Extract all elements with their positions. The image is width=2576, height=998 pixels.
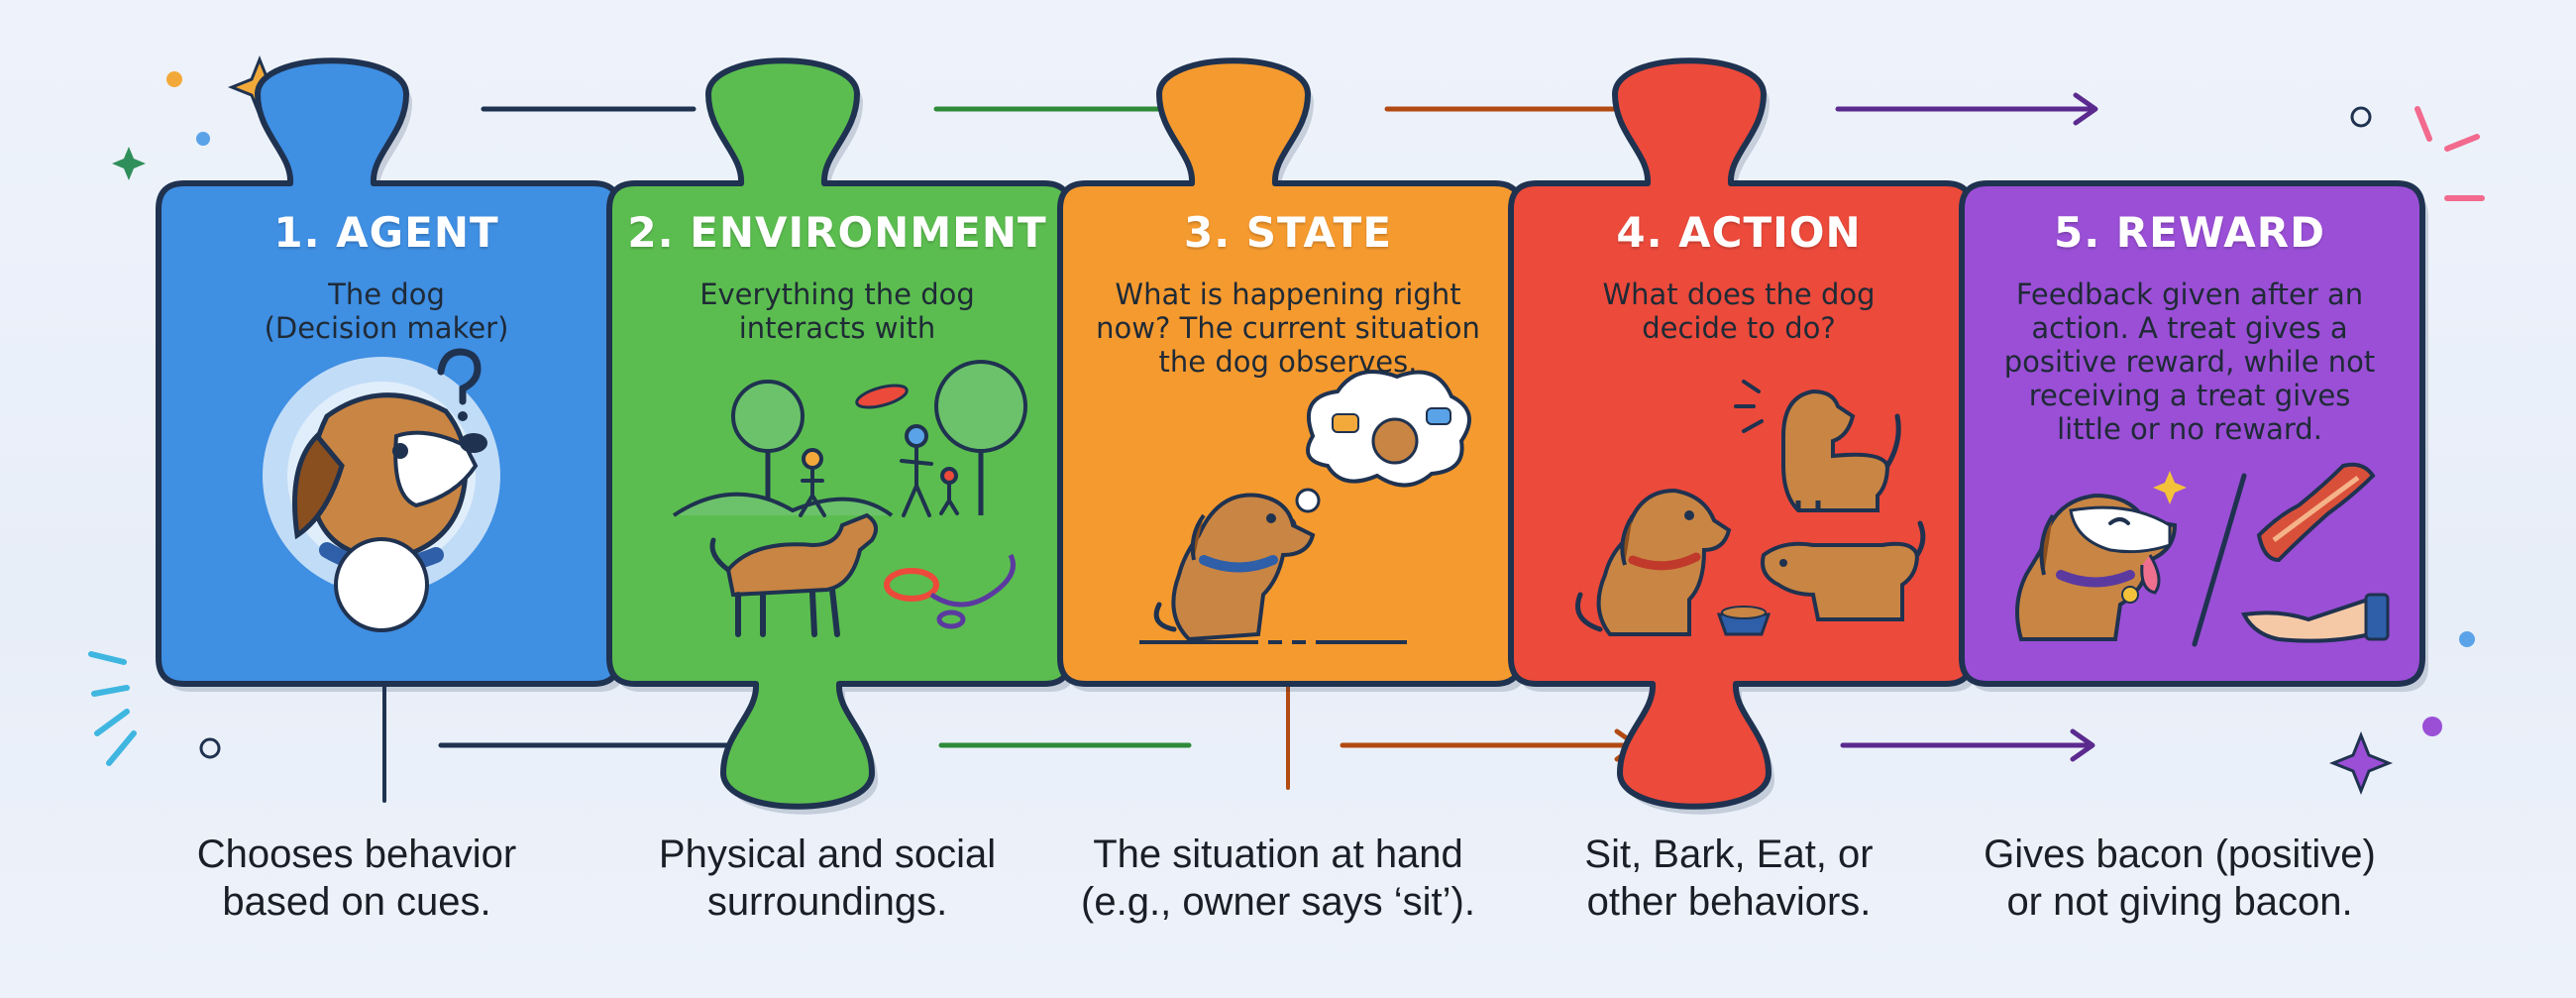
standing-dog-icon — [709, 512, 878, 637]
step-description: The dog (Decision maker) — [264, 277, 509, 345]
step-description: What does the dog decide to do? — [1602, 277, 1876, 345]
step-title: 4. ACTION — [1616, 208, 1862, 257]
sitting-dog-icon — [1575, 488, 1732, 636]
step-description: Everything the dog interacts with — [699, 277, 975, 345]
park-scene-icon — [672, 360, 1027, 637]
dot-icon — [166, 71, 182, 87]
dog-head-icon — [263, 357, 500, 632]
people-icon — [799, 424, 959, 517]
tree-icon — [731, 380, 805, 505]
sparkle-icon — [112, 147, 146, 180]
sitting-dog-icon — [1139, 493, 1407, 644]
dot-icon — [2350, 106, 2372, 128]
slash-icon — [2192, 473, 2247, 647]
happy-dog-icon — [2015, 471, 2187, 641]
dot-icon — [196, 132, 210, 146]
frisbee-icon — [855, 384, 909, 409]
spark-lines-icon — [2415, 106, 2485, 201]
step-caption: Physical and social surroundings. — [658, 832, 997, 924]
spark-lines-icon — [88, 651, 137, 766]
step-caption: Gives bacon (positive) or not giving bac… — [1984, 832, 2376, 924]
tree-icon — [934, 360, 1027, 515]
step-caption: Sit, Bark, Eat, or other behaviors. — [1584, 832, 1874, 924]
step-title: 5. REWARD — [2054, 208, 2325, 257]
step-caption: The situation at hand (e.g., owner says … — [1081, 832, 1475, 924]
eating-dog-icon — [1761, 520, 1926, 621]
step-title: 2. ENVIRONMENT — [627, 208, 1047, 257]
step-caption: Chooses behavior based on cues. — [196, 832, 517, 924]
step-description: Feedback given after an action. A treat … — [2003, 277, 2376, 446]
bacon-icon — [2256, 462, 2376, 563]
thought-bubble-icon — [1279, 370, 1471, 534]
leash-icon — [884, 553, 1016, 629]
step-description: What is happening right now? The current… — [1096, 277, 1480, 379]
dot-icon — [199, 737, 221, 759]
question-mark-icon — [437, 348, 482, 421]
step-title: 1. AGENT — [273, 208, 499, 257]
sparkle-icon — [2328, 730, 2394, 796]
dot-icon — [2422, 717, 2442, 736]
step-title: 3. STATE — [1183, 208, 1393, 257]
hand-icon — [2240, 593, 2390, 643]
barking-dog-icon — [1734, 380, 1901, 512]
dot-icon — [2459, 631, 2475, 647]
food-bowl-icon — [1716, 606, 1771, 636]
